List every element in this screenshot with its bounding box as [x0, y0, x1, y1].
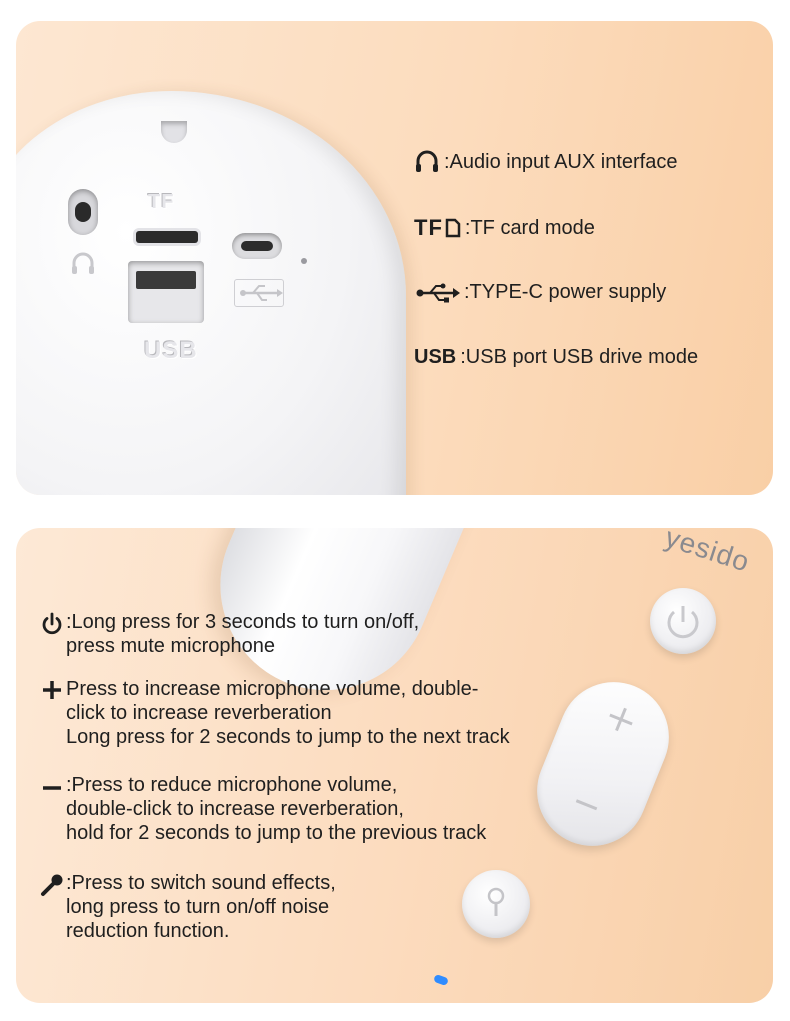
minus-icon: [38, 773, 66, 845]
legend-item-plus: Press to increase microphone volume, dou…: [38, 677, 510, 749]
plus-icon: [38, 677, 66, 749]
tf-port-label: TF: [148, 191, 175, 213]
usb-port: [128, 261, 204, 323]
legend-text-power: :Long press for 3 seconds to turn on/off…: [66, 610, 419, 658]
usb-text-icon: USB: [414, 346, 457, 368]
legend-text-mic: :Press to switch sound effects, long pre…: [66, 871, 336, 943]
legend-line: :Long press for 3 seconds to turn on/off…: [66, 611, 420, 633]
microphone-icon: [38, 871, 66, 943]
device-notch: [161, 121, 187, 143]
legend-line: hold for 2 seconds to jump to the previo…: [66, 822, 487, 844]
legend-line: long press to turn on/off noise: [66, 896, 330, 918]
legend-item-aux: :Audio input AUX interface: [414, 149, 677, 175]
effects-button-image: [462, 870, 530, 938]
legend-text-plus: Press to increase microphone volume, dou…: [66, 677, 510, 749]
legend-line: press mute microphone: [66, 635, 275, 657]
legend-item-tf: TF :TF card mode: [414, 215, 595, 241]
indicator-hole: [301, 258, 307, 264]
legend-line: :Press to reduce microphone volume,: [66, 774, 398, 796]
tf-card-icon: TF: [414, 215, 461, 241]
tf-card-symbol-text: TF: [414, 215, 443, 240]
brand-logo: yesido: [661, 528, 754, 578]
legend-item-mic: :Press to switch sound effects, long pre…: [38, 871, 336, 943]
legend-text-aux: :Audio input AUX interface: [444, 150, 678, 173]
power-button-image: [650, 588, 716, 654]
type-c-port: [232, 233, 282, 259]
usb-trident-icon: [234, 279, 284, 307]
legend-line: reduction function.: [66, 920, 230, 942]
remote-image-clip: yesido: [16, 528, 773, 1003]
legend-line: click to increase reverberation: [66, 702, 332, 724]
usb-port-label: USB: [144, 337, 198, 364]
ports-panel: TF USB :Audio input AUX interface: [16, 21, 773, 495]
legend-text-tf: :TF card mode: [464, 216, 595, 239]
legend-line: double-click to increase reverberation,: [66, 798, 404, 820]
speaker-device-image: TF USB: [16, 91, 406, 495]
aux-jack: [68, 189, 98, 235]
legend-line: Long press for 2 seconds to jump to the …: [66, 726, 510, 748]
legend-text-minus: :Press to reduce microphone volume, doub…: [66, 773, 486, 845]
power-icon: [38, 610, 66, 658]
usb-trident-icon: [414, 283, 460, 303]
legend-line: Press to increase microphone volume, dou…: [66, 678, 479, 700]
legend-item-minus: :Press to reduce microphone volume, doub…: [38, 773, 486, 845]
legend-line: :Press to switch sound effects,: [66, 872, 336, 894]
headphones-icon: [72, 252, 94, 274]
volume-rocker-image: [520, 665, 686, 863]
legend-text-typec: :TYPE-C power supply: [464, 281, 667, 303]
tf-card-slot: [136, 231, 198, 243]
legend-item-power: :Long press for 3 seconds to turn on/off…: [38, 610, 419, 658]
headphones-icon: [414, 149, 440, 175]
legend-item-usb: USB :USB port USB drive mode: [414, 346, 698, 369]
legend-text-usb: :USB port USB drive mode: [460, 346, 699, 368]
status-led: [433, 973, 449, 987]
legend-item-typec: :TYPE-C power supply: [414, 281, 666, 304]
